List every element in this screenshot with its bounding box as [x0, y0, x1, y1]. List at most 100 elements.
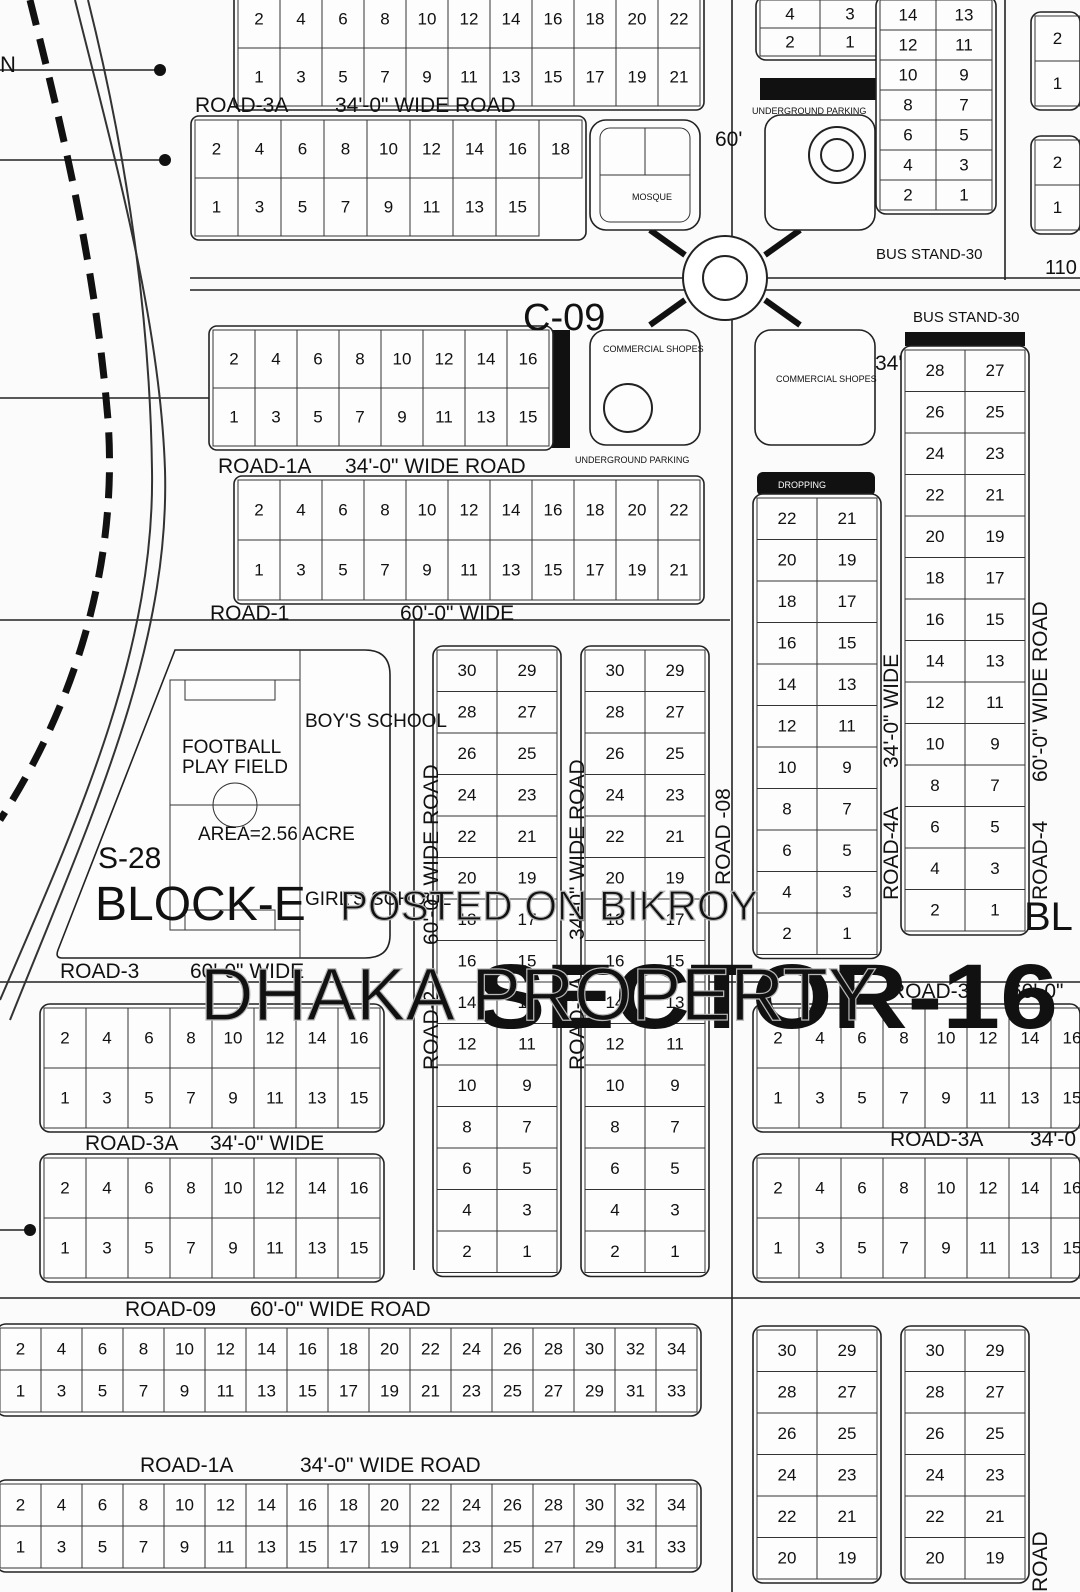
plot-number: 5: [144, 1238, 153, 1257]
plot-number: 15: [544, 67, 563, 86]
plot-number: 2: [785, 32, 794, 51]
plot-number: 1: [842, 924, 851, 943]
plot-number: 6: [144, 1178, 153, 1197]
road-1a-top-width-label: 34'-0" WIDE ROAD: [345, 455, 526, 478]
plot-number: 2: [229, 349, 238, 368]
plot-number: 12: [606, 1035, 625, 1054]
plot-cell: [964, 889, 1026, 932]
road-4-label: ROAD-4: [1029, 820, 1052, 900]
plot-number: 21: [838, 509, 857, 528]
plot-number: 8: [380, 9, 389, 28]
plot-number: 17: [339, 1381, 358, 1400]
plot-number: 13: [1021, 1088, 1040, 1107]
plot-number: 33: [667, 1537, 686, 1556]
plot-number: 15: [1063, 1238, 1080, 1257]
commercial-shops-block-1: [589, 329, 701, 446]
commercial-shops-block-2: [754, 329, 876, 446]
plot-number: 6: [782, 841, 791, 860]
plot-number: 25: [503, 1381, 522, 1400]
plot-number: 5: [842, 841, 851, 860]
plot-number: 22: [670, 9, 689, 28]
plot-number: 23: [462, 1381, 481, 1400]
plot-number: 2: [782, 924, 791, 943]
plot-number: 19: [518, 869, 537, 888]
road-4a-label: ROAD-4A: [880, 807, 903, 900]
road-3-right-label: ROAD-3: [890, 980, 969, 1003]
plot-number: 2: [16, 1495, 25, 1514]
plot-number: 3: [102, 1238, 111, 1257]
plot-number: 25: [986, 1424, 1005, 1443]
plot-number: 4: [610, 1201, 619, 1220]
plot-number: 26: [458, 744, 477, 763]
plot-number: 3: [57, 1381, 66, 1400]
plot-number: 31: [626, 1381, 645, 1400]
plot-number: 10: [937, 1028, 956, 1047]
plot-number: 22: [421, 1339, 440, 1358]
plot-number: 3: [296, 560, 305, 579]
plot-number: 2: [254, 500, 263, 519]
plot-number: 22: [778, 1507, 797, 1526]
plot-number: 9: [522, 1076, 531, 1095]
plot-cell: [337, 1217, 381, 1279]
plot-number: 8: [782, 800, 791, 819]
plot-number: 3: [990, 859, 999, 878]
area-label: AREA=2.56 ACRE: [198, 824, 355, 845]
plot-number: 25: [838, 1424, 857, 1443]
road-3-right-width-label: 60'-0": [1010, 980, 1064, 1003]
plot-number: 11: [838, 717, 856, 736]
boundary-dashed-line: [0, 0, 114, 822]
plot-number: 29: [838, 1341, 857, 1360]
plot-number: 26: [926, 1424, 945, 1443]
plot-number: 22: [926, 1507, 945, 1526]
plot-number: 15: [350, 1088, 369, 1107]
plot-cell: [935, 179, 993, 211]
plot-number: 24: [462, 1495, 481, 1514]
plot-number: 13: [477, 407, 496, 426]
plot-number: 23: [838, 1466, 857, 1485]
plot-number: 24: [926, 444, 945, 463]
plot-number: 18: [926, 569, 945, 588]
plot-number: 19: [986, 1549, 1005, 1568]
plot-number: 20: [380, 1495, 399, 1514]
road-09-width-label: 60'-0" WIDE ROAD: [250, 1298, 431, 1321]
plot-number: 1: [60, 1238, 69, 1257]
plot-number: 25: [666, 744, 685, 763]
plot-number: 20: [926, 527, 945, 546]
road-2a-width-label: 34'-0" WIDE ROAD: [566, 759, 589, 940]
plot-number: 24: [606, 786, 625, 805]
plot-number: 27: [986, 361, 1005, 380]
plot-number: 6: [857, 1178, 866, 1197]
plot-cell: [655, 1525, 698, 1569]
plot-number: 5: [98, 1537, 107, 1556]
plot-number: 21: [986, 1507, 1005, 1526]
plot-number: 4: [271, 349, 280, 368]
plot-number: 15: [519, 407, 538, 426]
plot-number: 28: [926, 1383, 945, 1402]
plot-number: 5: [857, 1088, 866, 1107]
plot-number: 26: [503, 1495, 522, 1514]
plot-number: 2: [60, 1028, 69, 1047]
plot-number: 11: [266, 1088, 284, 1107]
sector-title: SECTOR-16: [476, 946, 1058, 1048]
plot-number: 9: [990, 735, 999, 754]
plot-number: 16: [298, 1339, 317, 1358]
plot-number: 6: [338, 9, 347, 28]
underground-parking-label-2: UNDERGROUND PARKING: [575, 455, 689, 465]
plot-number: 7: [380, 560, 389, 579]
plot-number: 4: [930, 859, 939, 878]
road-3a-right-label: ROAD-3A: [890, 1128, 983, 1151]
plot-number: 13: [986, 652, 1005, 671]
dim-60-label: 60': [715, 128, 742, 151]
plot-cell: [644, 1230, 706, 1273]
plot-number: 14: [257, 1495, 276, 1514]
plot-number: 15: [1063, 1088, 1080, 1107]
plot-number: 12: [778, 717, 797, 736]
plot-cell: [1034, 184, 1080, 231]
plot-number: 2: [903, 185, 912, 204]
plot-number: 21: [986, 486, 1005, 505]
